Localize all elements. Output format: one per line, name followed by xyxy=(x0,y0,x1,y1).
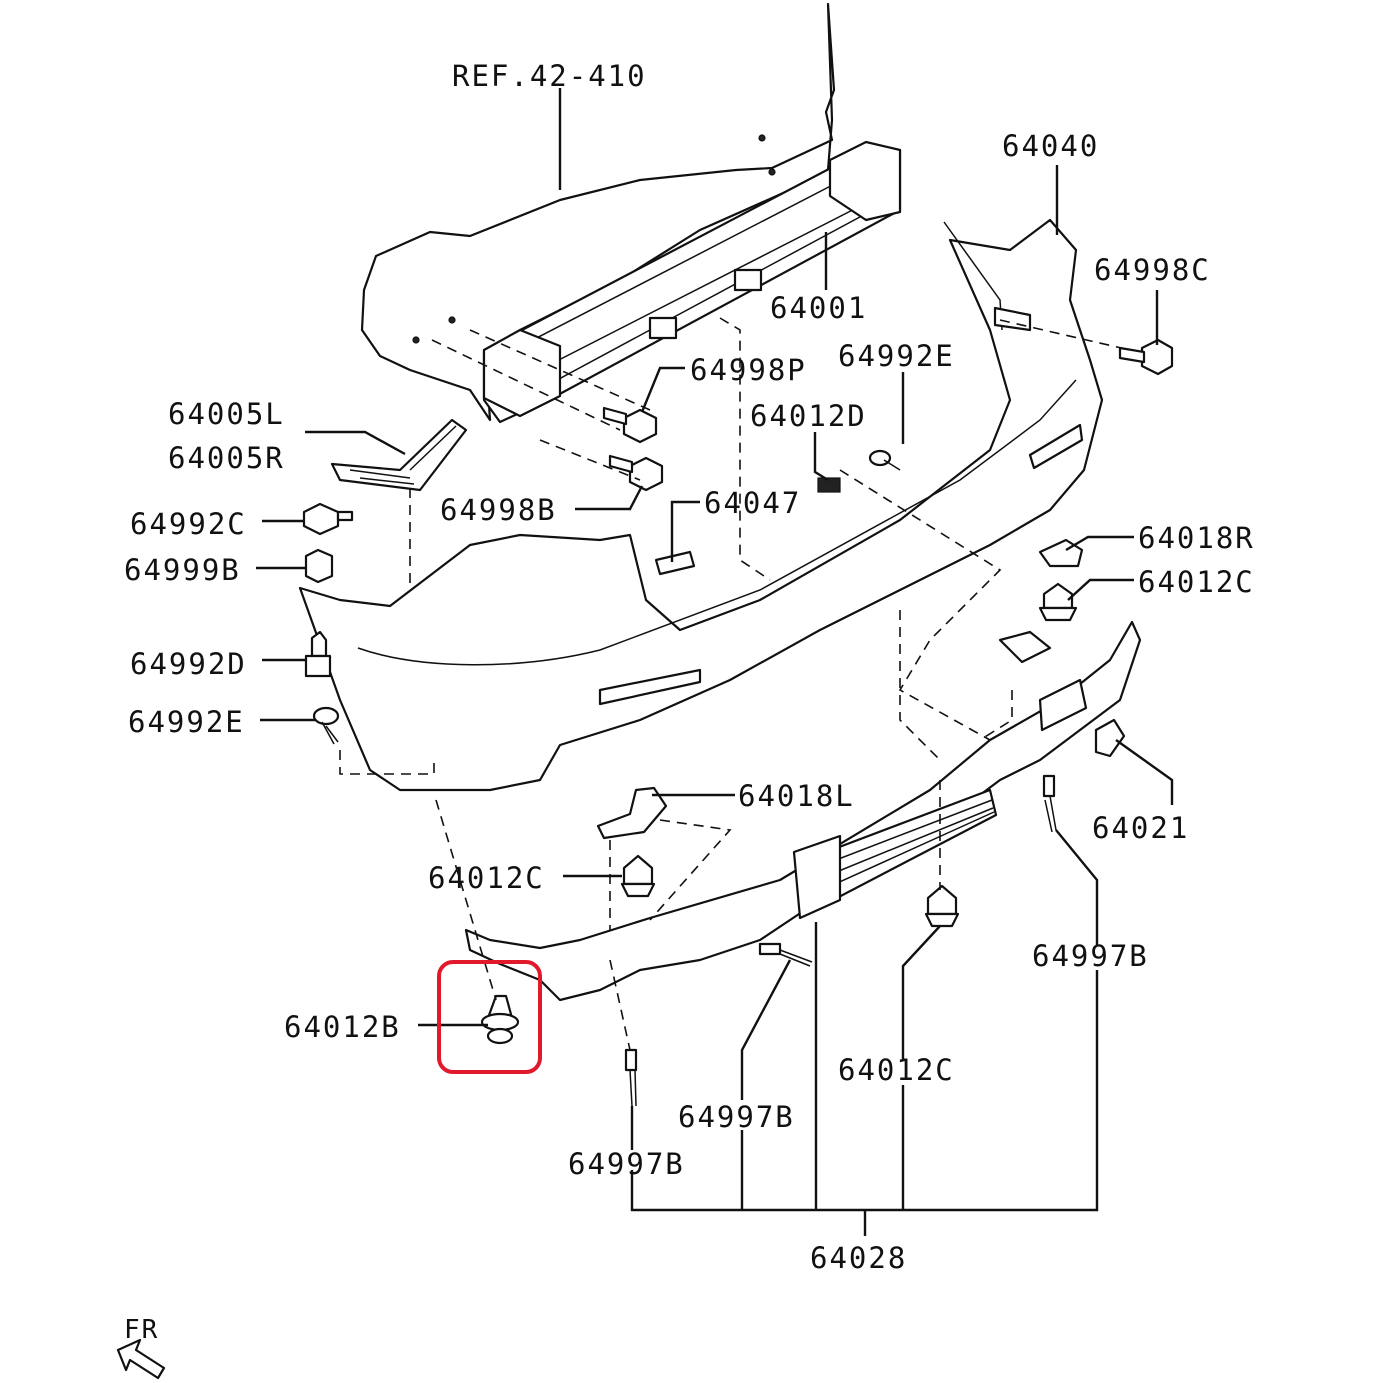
nut-64999B-icon xyxy=(304,548,334,584)
leader-lines xyxy=(256,88,1174,1236)
label-64005R: 64005R xyxy=(168,441,285,475)
cover-64021-icon xyxy=(1094,718,1126,758)
bolt-64998B-icon xyxy=(608,454,664,492)
label-64998P: 64998P xyxy=(690,353,807,387)
label-64992D: 64992D xyxy=(130,647,247,681)
label-64018L: 64018L xyxy=(738,779,855,813)
screw-64992E-top-icon xyxy=(868,449,901,471)
bolt-64998C-icon xyxy=(1118,338,1174,376)
label-fr: FR xyxy=(124,1315,159,1345)
label-64992C: 64992C xyxy=(130,507,247,541)
label-64997B-mid: 64997B xyxy=(678,1100,795,1134)
label-ref: REF.42-410 xyxy=(452,59,647,93)
highlight-box xyxy=(437,960,542,1074)
label-64999B: 64999B xyxy=(124,553,241,587)
rivet-64997B-mid-icon xyxy=(758,942,813,967)
label-64018R: 64018R xyxy=(1138,521,1255,555)
clip-64012C-right-icon xyxy=(1038,582,1078,622)
label-64992E-left: 64992E xyxy=(128,705,245,739)
label-64047: 64047 xyxy=(704,486,801,520)
reference-panel xyxy=(360,2,836,422)
bracket-64018L-icon xyxy=(596,786,668,840)
label-64998B: 64998B xyxy=(440,493,557,527)
label-64040: 64040 xyxy=(1002,129,1099,163)
clip-64012C-bottom-icon xyxy=(924,884,960,928)
front-arrow-icon xyxy=(116,1338,166,1380)
rivet-64997B-left-icon xyxy=(624,1048,638,1107)
label-64012D: 64012D xyxy=(750,399,867,433)
pad-64047-icon xyxy=(654,550,696,576)
bolt-64998P-icon xyxy=(602,406,658,444)
label-64012B: 64012B xyxy=(284,1010,401,1044)
label-64012C-right: 64012C xyxy=(1138,565,1255,599)
rivet-64997B-right-icon xyxy=(1042,774,1057,833)
clip-64012B-icon xyxy=(480,994,520,1045)
bracket-64005 xyxy=(330,418,468,492)
label-64998C: 64998C xyxy=(1094,253,1211,287)
bolt-64992C-icon xyxy=(302,502,354,536)
clip-64012C-mid-icon xyxy=(620,854,656,898)
reinforcement-bar xyxy=(482,140,902,424)
label-64997B-right: 64997B xyxy=(1032,939,1149,973)
label-64001: 64001 xyxy=(770,291,867,325)
label-64997B-left: 64997B xyxy=(568,1147,685,1181)
label-64021: 64021 xyxy=(1092,811,1189,845)
clip-64992D-icon xyxy=(304,630,332,678)
label-64012C-mid: 64012C xyxy=(428,861,545,895)
clip-64012D-icon xyxy=(817,477,841,493)
bumper-cover xyxy=(298,218,1104,792)
label-64992E-top: 64992E xyxy=(838,339,955,373)
label-64012C-bottom: 64012C xyxy=(838,1053,955,1087)
label-64005L: 64005L xyxy=(168,397,285,431)
screw-64992E-left-icon xyxy=(312,706,340,745)
label-64028: 64028 xyxy=(810,1241,907,1275)
